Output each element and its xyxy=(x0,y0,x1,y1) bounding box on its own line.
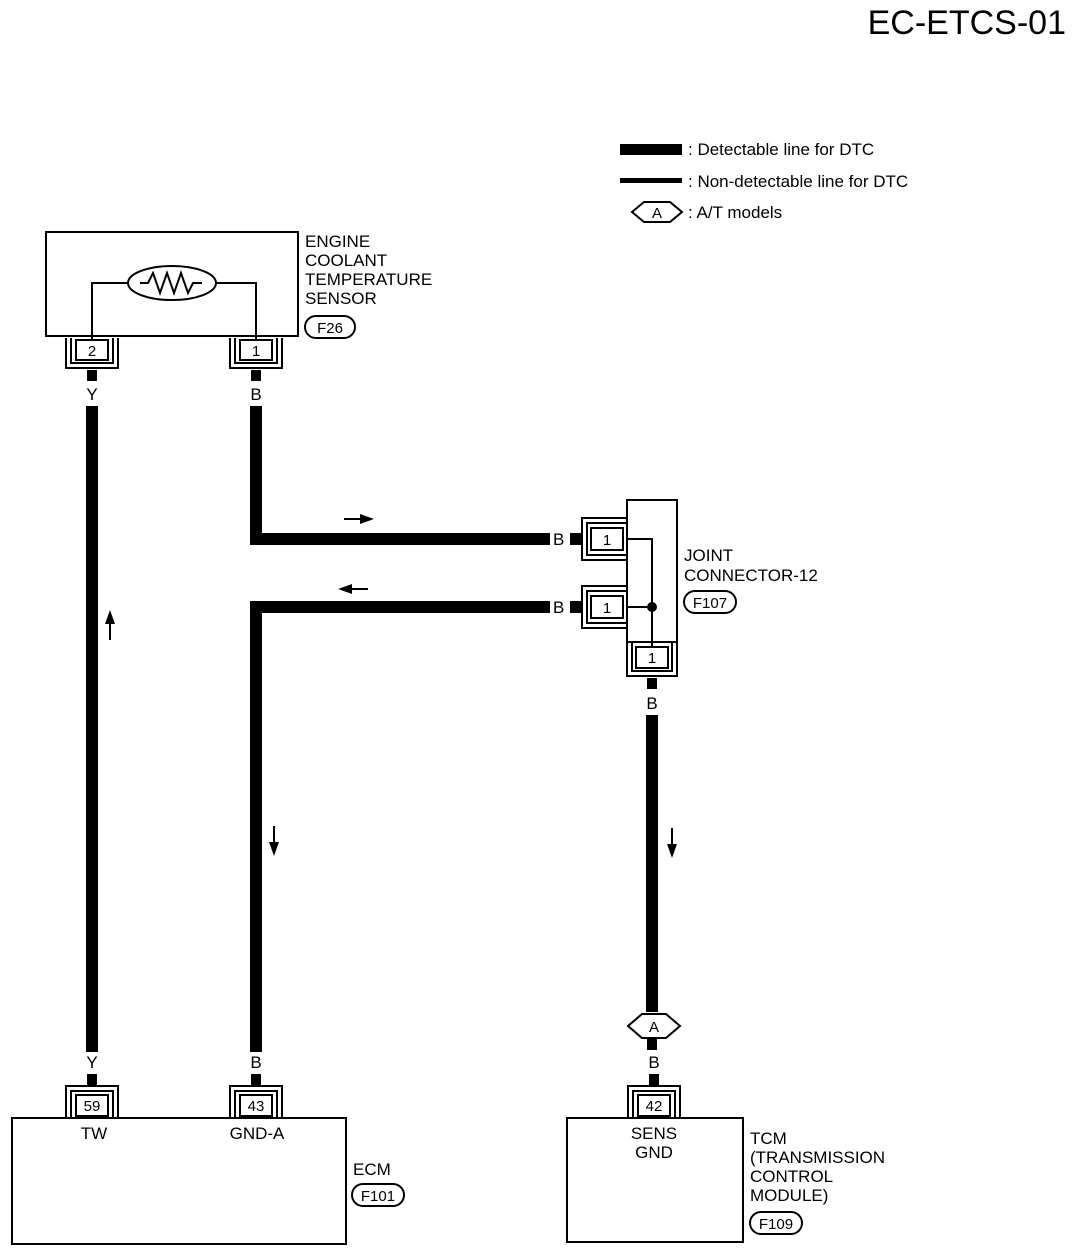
at-models-marker-text: A xyxy=(649,1019,659,1036)
ecm-wire-color-b: B xyxy=(250,1053,261,1072)
tcm-name-line-3: CONTROL xyxy=(750,1167,833,1186)
joint-connector-id: F107 xyxy=(693,595,727,612)
tcm-name-line-1: TCM xyxy=(750,1129,787,1148)
ecm-pin43-box xyxy=(239,1094,273,1117)
sensor-name-line-3: TEMPERATURE xyxy=(305,270,432,289)
sensor-connector-id: F26 xyxy=(317,320,343,337)
joint-pin-bottom-frame xyxy=(626,642,678,677)
joint-pin-bottom-stub xyxy=(647,678,657,689)
legend-detectable-line xyxy=(620,144,682,155)
page-code: EC-ETCS-01 xyxy=(868,4,1066,42)
sensor-pin1-box xyxy=(239,339,273,361)
sensor-pin2-box xyxy=(75,339,109,361)
tcm-connector-badge xyxy=(749,1211,803,1235)
joint-pin-upper-stub xyxy=(570,533,582,545)
at-models-marker-icon xyxy=(626,1013,682,1039)
joint-splice-dot-icon xyxy=(647,602,657,612)
joint-pin-lower-stub xyxy=(570,601,582,613)
sensor-pin1-stub xyxy=(251,370,261,381)
tcm-lower-stub xyxy=(649,1074,659,1086)
legend-non-detectable-line xyxy=(620,178,682,183)
wire-b-joint-to-ecm xyxy=(250,601,550,1052)
ecm-pin43-stub xyxy=(251,1074,261,1086)
legend-non-detectable-text: : Non-detectable line for DTC xyxy=(688,172,908,191)
ecm-terminal-tw: TW xyxy=(81,1124,107,1143)
flow-arrow-left-icon xyxy=(338,584,368,594)
legend-at-symbol-text: A xyxy=(652,205,662,222)
ecm-pin59-box xyxy=(75,1094,109,1117)
sensor-pin2-stub xyxy=(87,370,97,381)
tcm-name-line-4: MODULE) xyxy=(750,1186,828,1205)
sensor-pin2-label: 2 xyxy=(88,343,96,360)
tcm-terminal-line-1: SENS xyxy=(631,1124,677,1143)
joint-connector-badge xyxy=(683,590,737,614)
flow-arrow-right-icon xyxy=(344,514,374,524)
flow-arrow-up-icon xyxy=(105,610,115,640)
resistor-zigzag-icon xyxy=(140,269,202,297)
legend: : Detectable line for DTC : Non-detectab… xyxy=(620,140,908,223)
joint-pin-bottom-box xyxy=(635,646,669,669)
ecm-name: ECM xyxy=(353,1160,391,1179)
ecm-connector-id: F101 xyxy=(361,1188,395,1205)
tcm-wire-color: B xyxy=(648,1053,659,1072)
legend-at-symbol-icon xyxy=(630,201,684,223)
joint-wire-color-bottom: B xyxy=(646,694,657,713)
flow-arrow-down-icon xyxy=(667,828,677,858)
tcm: 42 SENS GND TCM (TRANSMISSION CONTROL MO… xyxy=(566,1074,885,1243)
sensor-name-line-4: SENSOR xyxy=(305,289,377,308)
tcm-pin42-box xyxy=(637,1094,671,1117)
sensor-pin1-label: 1 xyxy=(252,343,260,360)
joint-pin-lower-box xyxy=(590,595,624,619)
joint-pin-lower-label: 1 xyxy=(603,600,611,617)
tcm-body xyxy=(566,1117,744,1243)
sensor-connector-badge xyxy=(304,315,356,339)
joint-wire-color-upper: B xyxy=(553,530,564,549)
tcm-pin42-label: 42 xyxy=(646,1098,663,1115)
sensor-wire-color-b: B xyxy=(250,385,261,404)
legend-detectable-text: : Detectable line for DTC xyxy=(688,140,874,159)
ecm-pin43-label: 43 xyxy=(248,1098,265,1115)
sensor-name-line-2: COOLANT xyxy=(305,251,387,270)
ecm-wire-color-y: Y xyxy=(86,1053,97,1072)
ecm-pin43-frame xyxy=(229,1085,283,1118)
sensor-internal-wire-right xyxy=(216,282,257,345)
joint-connector-12: 1 B 1 B 1 B JOINT CONNECTOR-12 F107 xyxy=(553,499,818,713)
ecm-pin59-label: 59 xyxy=(84,1098,101,1115)
ecm-connector-badge xyxy=(351,1183,405,1207)
flow-arrow-down-icon xyxy=(269,826,279,856)
joint-name-line-2: CONNECTOR-12 xyxy=(684,566,818,585)
sensor-connector-pin1-frame xyxy=(229,338,283,369)
coolant-temp-sensor: 2 1 Y B ENGINE COOLANT TEMPERATURE SENSO… xyxy=(45,231,432,404)
tcm-upper-stub xyxy=(647,1038,657,1050)
joint-wire-color-lower: B xyxy=(553,598,564,617)
wire-b-sensor-to-joint xyxy=(250,406,550,545)
sensor-name-line-1: ENGINE xyxy=(305,232,370,251)
ecm-terminal-gnd-a: GND-A xyxy=(230,1124,285,1143)
harness-wires xyxy=(86,406,677,1052)
ecm-body xyxy=(11,1117,347,1245)
ecm-pin59-stub xyxy=(87,1074,97,1086)
tcm-terminal-line-2: GND xyxy=(635,1143,673,1162)
joint-pin-upper-label: 1 xyxy=(603,532,611,549)
joint-pin-bottom-label: 1 xyxy=(648,650,656,667)
sensor-connector-pin2-frame xyxy=(65,338,119,369)
sensor-wire-color-y: Y xyxy=(86,385,97,404)
tcm-connector-id: F109 xyxy=(759,1216,793,1233)
sensor-internal-wire-left xyxy=(91,282,128,345)
ecm-pin59-frame xyxy=(65,1085,119,1118)
tcm-name-line-2: (TRANSMISSION xyxy=(750,1148,885,1167)
ecm: Y B 59 43 TW GND-A ECM F101 xyxy=(11,1053,405,1245)
legend-at-models-text: : A/T models xyxy=(688,203,782,222)
joint-pin-upper-box xyxy=(590,527,624,551)
joint-name-line-1: JOINT xyxy=(684,546,733,565)
